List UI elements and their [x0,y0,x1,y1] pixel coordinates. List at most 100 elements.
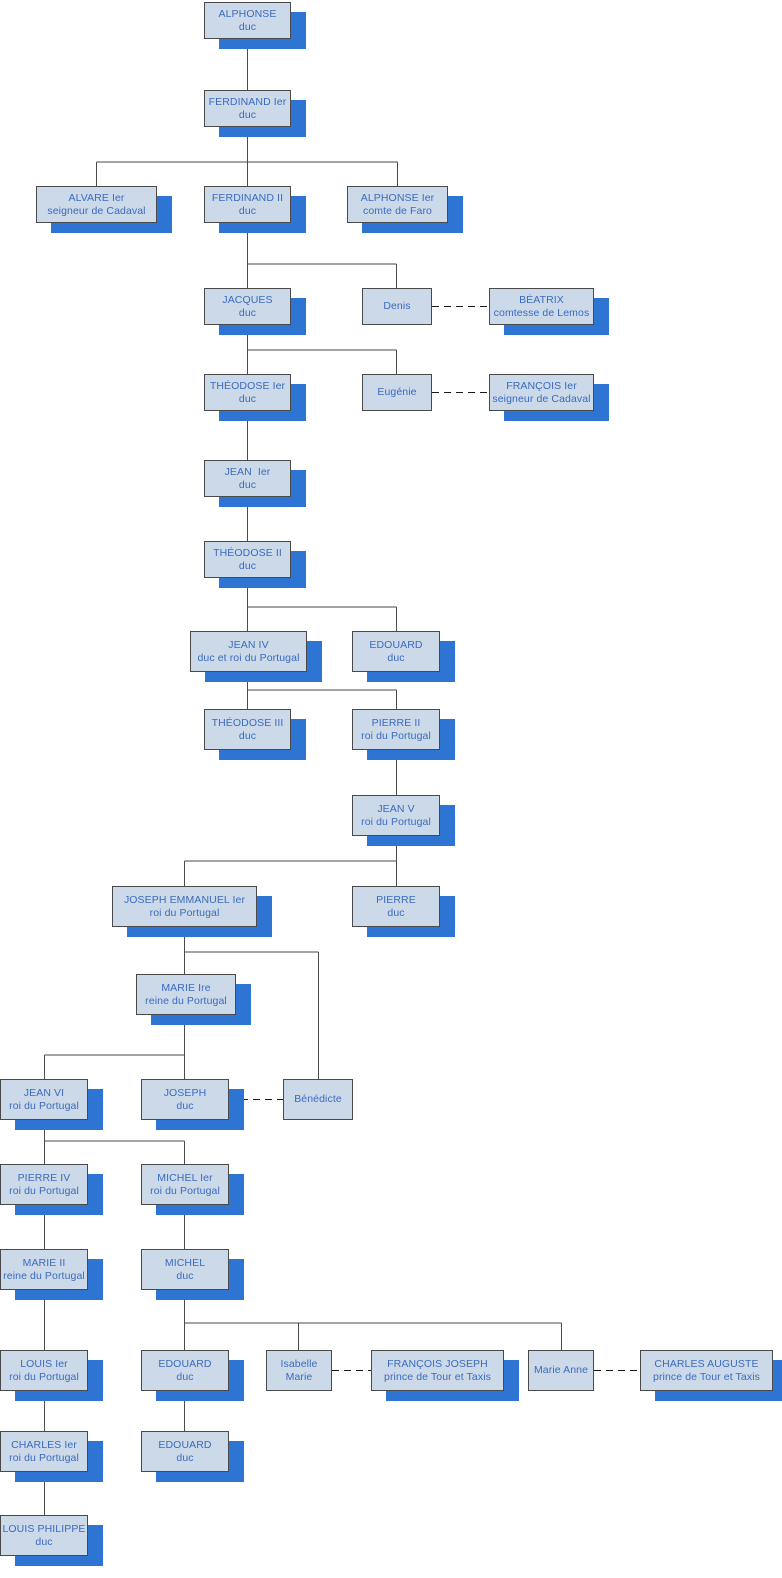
person-title: reine du Portugal [3,1269,85,1282]
person-title: duc [238,108,257,121]
person-name: MARIE Ire [161,981,211,994]
person-name: EDOUARD [158,1438,212,1451]
person-name: FRANÇOIS JOSEPH [387,1357,488,1370]
person-title: duc [238,392,257,405]
person-title: prince de Tour et Taxis [653,1370,760,1383]
person-node-eugenie[interactable]: Eugénie [362,374,432,411]
person-name: ALVARE Ier [68,191,125,204]
person-name: ALPHONSE Ier [360,191,435,204]
person-name: MARIE II [22,1256,66,1269]
person-title: reine du Portugal [145,994,227,1007]
person-name: CHARLES Ier [11,1438,77,1451]
person-name: EDOUARD [158,1357,212,1370]
person-name: THÉODOSE III [211,716,284,729]
person-title: roi du Portugal [149,906,220,919]
person-name: JEAN Ier [224,465,271,478]
person-title: roi du Portugal [9,1451,79,1464]
person-title: duc et roi du Portugal [197,651,300,664]
person-name: CHARLES AUGUSTE [654,1357,759,1370]
person-name: LOUIS PHILIPPE [2,1522,86,1535]
person-title: roi du Portugal [9,1184,79,1197]
person-name: PIERRE [376,893,416,906]
person-title: duc [35,1535,53,1548]
person-name: Denis [383,300,411,312]
person-name: JOSEPH [163,1086,207,1099]
person-name: JEAN VI [23,1086,65,1099]
person-title: seigneur de Cadaval [47,204,146,217]
person-name: LOUIS Ier [20,1357,68,1370]
person-title: duc [238,559,257,572]
person-title: duc [176,1099,194,1112]
person-name: BÉATRIX [519,293,564,306]
person-node-benedicte[interactable]: Bénédicte [283,1079,353,1120]
person-title: duc [238,478,257,491]
person-title: roi du Portugal [9,1099,79,1112]
person-title: roi du Portugal [9,1370,79,1383]
person-title: duc [238,20,257,33]
person-node-marie_anne[interactable]: Marie Anne [528,1350,594,1391]
person-name: THÉODOSE II [213,546,282,559]
person-title: prince de Tour et Taxis [384,1370,491,1383]
person-title: seigneur de Cadaval [492,392,591,405]
person-name: Eugénie [377,386,417,398]
person-title: duc [387,906,405,919]
person-title: duc [176,1451,194,1464]
person-name: Bénédicte [294,1093,342,1105]
person-name: JEAN IV [228,638,269,651]
person-title: roi du Portugal [361,815,431,828]
person-name: THÉODOSE Ier [209,379,286,392]
person-title: roi du Portugal [361,729,431,742]
person-title: duc [176,1269,194,1282]
person-title: duc [238,306,257,319]
person-title: comtesse de Lemos [493,306,590,319]
person-name: JOSEPH EMMANUEL Ier [123,893,246,906]
person-node-denis[interactable]: Denis [362,288,432,325]
person-name: Isabelle [280,1357,318,1370]
person-name: MICHEL Ier [157,1171,213,1184]
person-title: duc [238,204,257,217]
person-title: duc [387,651,405,664]
person-name: ALPHONSE [218,7,277,20]
person-title: duc [238,729,257,742]
person-name: MICHEL [164,1256,206,1269]
person-name: JACQUES [222,293,273,306]
person-title: duc [176,1370,194,1383]
person-name: JEAN V [377,802,415,815]
person-name: FERDINAND II [211,191,284,204]
person-name: FERDINAND Ier [208,95,287,108]
